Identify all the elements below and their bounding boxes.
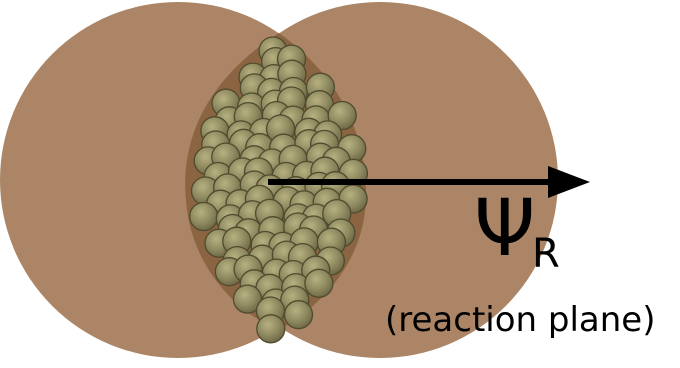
nucleon — [257, 315, 285, 343]
nucleon — [305, 269, 333, 297]
nucleon — [285, 301, 313, 329]
reaction-plane-caption: (reaction plane) — [385, 303, 655, 337]
psi-subscript: R — [532, 234, 560, 274]
nucleon — [190, 203, 218, 231]
psi-symbol: Ψ — [474, 190, 535, 268]
